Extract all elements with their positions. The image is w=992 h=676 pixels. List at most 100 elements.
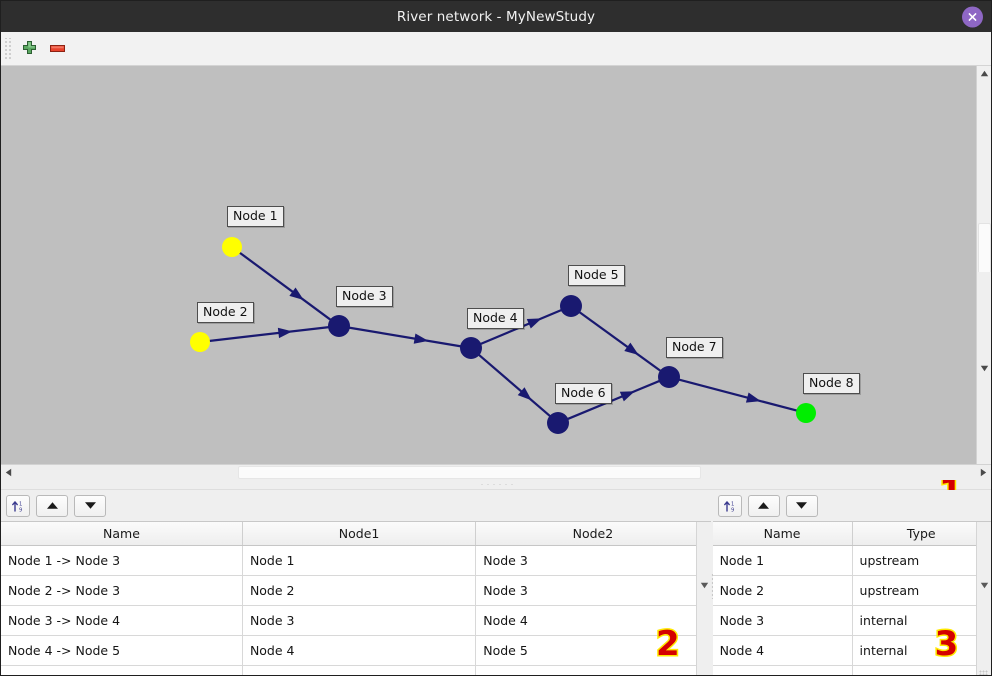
vertical-splitter[interactable] (710, 490, 713, 675)
graph-node-label-node7[interactable]: Node 7 (666, 337, 723, 358)
table-cell-empty[interactable] (475, 665, 711, 675)
canvas-horizontal-scrollbar[interactable] (1, 464, 991, 480)
table-cell[interactable]: Node 1 (242, 545, 477, 576)
edge-arrowhead-icon (745, 392, 761, 403)
add-plus-icon[interactable] (15, 35, 43, 63)
table-row-empty[interactable] (1, 665, 711, 675)
table-cell[interactable]: Node 2 (242, 575, 477, 606)
graph-node-label-node3[interactable]: Node 3 (336, 286, 393, 307)
graph-node-node6[interactable] (547, 412, 569, 434)
graph-node-node1[interactable] (222, 237, 242, 257)
graph-node-label-node8[interactable]: Node 8 (803, 373, 860, 394)
graph-node-label-node4[interactable]: Node 4 (467, 308, 524, 329)
table-cell[interactable]: Node 3 (242, 605, 477, 636)
graph-node-label-node5[interactable]: Node 5 (568, 265, 625, 286)
column-header-name[interactable]: Name (1, 522, 243, 546)
table-cell[interactable]: Node 1 -> Node 3 (1, 545, 243, 576)
edge-Node4-to-Node6[interactable] (477, 353, 552, 418)
canvas-vertical-scrollbar[interactable] (976, 66, 991, 464)
canvas-horizontal-scroll-thumb[interactable] (238, 466, 701, 479)
nodes-vertical-scrollbar[interactable] (976, 522, 991, 675)
graph-node-label-node2[interactable]: Node 2 (197, 302, 254, 323)
nodes-scroll-down-icon[interactable] (977, 522, 991, 675)
remove-minus-icon[interactable] (43, 35, 71, 63)
sort-up-numeric-icon[interactable]: 1 9 (717, 494, 742, 517)
table-cell-empty[interactable] (852, 665, 991, 675)
network-diagram-canvas[interactable]: Node 1 Node 2 Node 3 Node 4 Node 5 Node 6 Node… (1, 66, 991, 511)
column-header-type[interactable]: Type (852, 522, 991, 546)
scroll-down-icon[interactable] (977, 272, 991, 464)
graph-node-label-node6[interactable]: Node 6 (555, 383, 612, 404)
scroll-up-icon[interactable] (977, 66, 991, 81)
arrow-up-icon[interactable] (747, 494, 780, 517)
table-cell-empty[interactable] (712, 665, 853, 675)
table-cell[interactable]: internal (852, 605, 991, 636)
edge-Node7-to-Node8[interactable] (678, 378, 798, 412)
sort-up-numeric-icon[interactable]: 1 9 (6, 494, 30, 517)
table-row-empty[interactable] (712, 665, 991, 675)
table-cell[interactable]: Node 2 -> Node 3 (1, 575, 243, 606)
edge-Node5-to-Node7[interactable] (578, 310, 662, 373)
reaches-vertical-scrollbar[interactable] (695, 522, 711, 675)
table-cell[interactable]: Node 3 (712, 605, 853, 636)
toolbar-drag-handle[interactable] (4, 37, 13, 60)
graph-node-node4[interactable] (460, 337, 482, 359)
table-cell[interactable]: Node 3 -> Node 4 (1, 605, 243, 636)
resize-grip[interactable] (979, 670, 988, 675)
column-header-node1[interactable]: Node1 (242, 522, 477, 546)
edge-Node3-to-Node4[interactable] (348, 326, 462, 348)
table-cell[interactable]: upstream (852, 545, 991, 576)
table-cell[interactable]: Node 5 (475, 635, 711, 666)
column-header-node2[interactable]: Node2 (475, 522, 711, 546)
edge-Node6-to-Node7[interactable] (566, 379, 661, 421)
column-header-name[interactable]: Name (712, 522, 853, 546)
scroll-right-icon[interactable] (976, 465, 991, 480)
table-cell[interactable]: Node 4 (475, 605, 711, 636)
table-cell[interactable]: internal (852, 635, 991, 666)
edge-Node1-to-Node3[interactable] (238, 251, 332, 321)
graph-node-node8[interactable] (796, 403, 816, 423)
arrow-down-icon[interactable] (74, 494, 106, 517)
table-cell-empty[interactable] (242, 665, 477, 675)
arrow-down-icon[interactable] (785, 494, 818, 517)
reaches-scroll-down-icon[interactable] (696, 522, 711, 675)
graph-node-node3[interactable] (328, 315, 350, 337)
scroll-left-icon[interactable] (1, 465, 16, 480)
graph-node-node7[interactable] (658, 366, 680, 388)
horizontal-splitter[interactable] (1, 480, 991, 490)
table-cell[interactable]: Node 3 (475, 575, 711, 606)
edge-Node2-to-Node3[interactable] (208, 326, 330, 343)
table-cell[interactable]: Node 1 (712, 545, 853, 576)
table-cell[interactable]: Node 4 (712, 635, 853, 666)
close-icon[interactable] (962, 6, 983, 27)
graph-node-node5[interactable] (560, 295, 582, 317)
table-cell-empty[interactable] (1, 665, 243, 675)
graph-node-node2[interactable] (190, 332, 210, 352)
graph-node-label-node1[interactable]: Node 1 (227, 206, 284, 227)
table-cell[interactable]: Node 4 -> Node 5 (1, 635, 243, 666)
arrow-up-icon[interactable] (36, 494, 68, 517)
table-cell[interactable]: upstream (852, 575, 991, 606)
table-cell[interactable]: Node 4 (242, 635, 477, 666)
table-cell[interactable]: Node 3 (475, 545, 711, 576)
svg-text:1: 1 (19, 501, 22, 507)
network-graph[interactable] (1, 66, 978, 464)
table-cell[interactable]: Node 2 (712, 575, 853, 606)
